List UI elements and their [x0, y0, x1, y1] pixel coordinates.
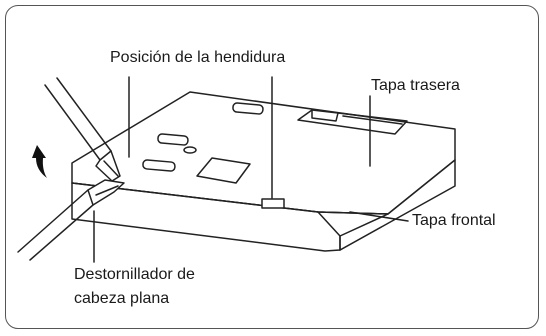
corner-edge: [317, 211, 341, 251]
front-cover-label: Tapa frontal: [412, 212, 496, 229]
shaft-edge-a: [44, 84, 101, 161]
label-plate: [196, 157, 251, 184]
blade-lower: [87, 179, 125, 206]
slot-1: [232, 102, 264, 115]
screwdriver-label-line1: Destornillador de: [74, 266, 195, 283]
shaft-edge-b: [56, 77, 112, 152]
screwdriver-label-line2: cabeza plana: [74, 290, 170, 307]
diagram-frame: [5, 5, 539, 329]
device-body: [71, 91, 456, 252]
shaft-edge-d: [29, 204, 94, 261]
connector-line: [342, 115, 403, 125]
slot-3: [142, 159, 176, 172]
screwdriver-upper: [44, 77, 121, 182]
blade-line-2: [95, 185, 119, 196]
hole: [183, 146, 197, 154]
shaft-edge-c: [17, 189, 89, 253]
connector-notch: [311, 109, 339, 122]
rear-cover-label: Tapa trasera: [371, 77, 460, 94]
rotate-arrow-icon: [32, 145, 47, 178]
slot-position-label: Posición de la hendidura: [110, 49, 286, 66]
slot-2: [157, 133, 189, 146]
slot-front: [261, 198, 285, 209]
blade-line: [103, 160, 119, 177]
screwdriver-lower: [17, 179, 125, 261]
leader-front-cover: [349, 211, 409, 222]
connector-block: [297, 109, 408, 135]
top-details: [142, 102, 408, 184]
